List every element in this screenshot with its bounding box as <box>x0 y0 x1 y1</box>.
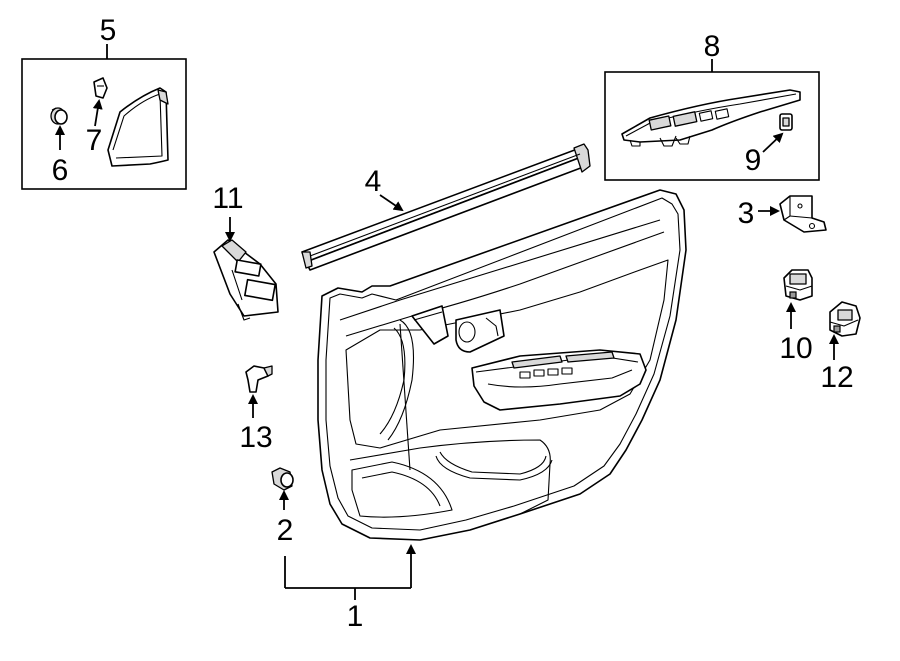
callout-7: 7 <box>86 124 103 157</box>
group-box-5 <box>21 44 187 190</box>
part-8-switch-base <box>621 89 801 147</box>
callout-5: 5 <box>100 14 117 47</box>
part-2-clip <box>271 467 294 491</box>
inner-handle <box>411 305 505 353</box>
part-1-door-trim-panel <box>317 189 687 541</box>
callout-3: 3 <box>738 197 755 230</box>
leader-4 <box>379 194 404 212</box>
part-3-bracket <box>779 195 827 233</box>
callout-1: 1 <box>347 600 364 633</box>
part-12-switch <box>829 301 861 337</box>
callout-13: 13 <box>239 421 272 454</box>
armrest-switch-area <box>471 349 647 411</box>
callout-2: 2 <box>277 514 294 547</box>
leader-7 <box>92 99 103 127</box>
callout-12: 12 <box>820 361 853 394</box>
leader-9 <box>762 132 784 153</box>
part-5-tweeter-cover <box>107 87 169 167</box>
part-11-switch <box>213 239 279 321</box>
part-4-weatherstrip <box>301 143 591 271</box>
callout-10: 10 <box>779 332 812 365</box>
callout-4: 4 <box>365 165 382 198</box>
callout-8: 8 <box>704 30 721 63</box>
part-7-clip <box>93 77 108 99</box>
part-13-clip <box>245 365 273 393</box>
part-10-switch <box>783 269 813 301</box>
callout-6: 6 <box>52 154 69 187</box>
part-9-clip <box>779 113 793 131</box>
callout-11: 11 <box>212 182 243 215</box>
part-6-clip <box>50 107 68 125</box>
group-box-8 <box>604 59 820 181</box>
callout-9: 9 <box>745 144 762 177</box>
group-box-5-frame <box>21 58 187 190</box>
